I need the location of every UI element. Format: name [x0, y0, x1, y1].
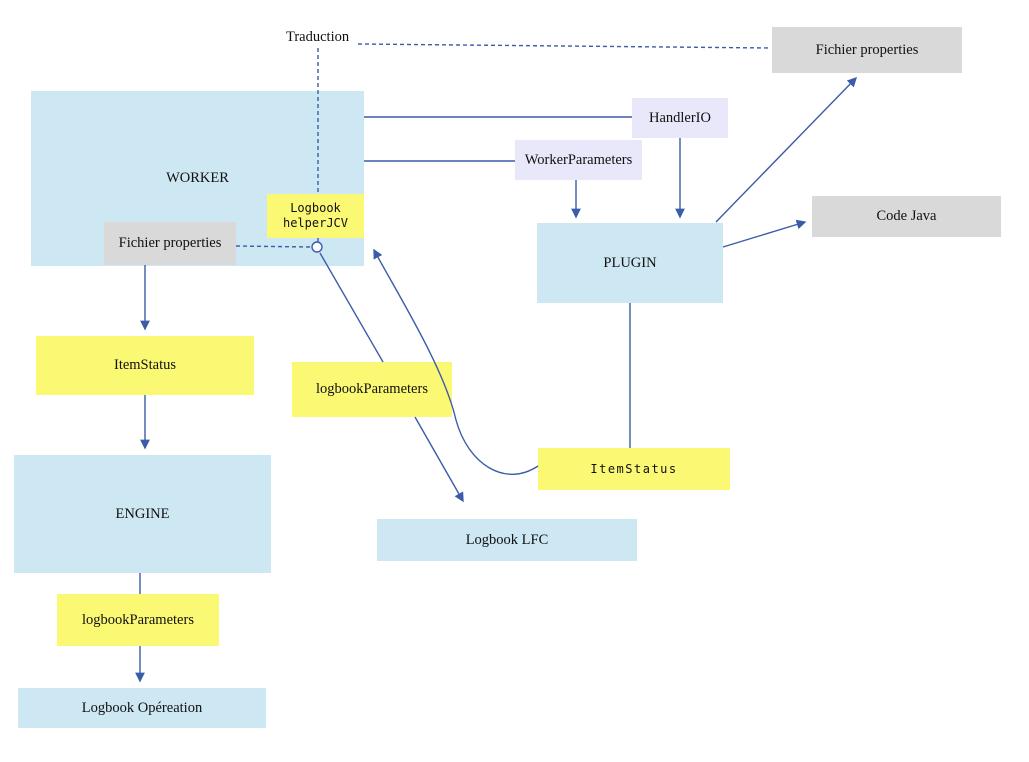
node-code-java: Code Java: [812, 196, 1001, 237]
edge-traduction-fichierproperties-dashed: [357, 43, 771, 49]
node-fichier-properties-traduction: Fichier properties: [772, 27, 962, 73]
node-logbook-operation: Logbook Opéreation: [18, 688, 266, 728]
label-traduction: Traduction: [286, 29, 350, 45]
node-itemstatus-plugin: ItemStatus: [538, 448, 730, 490]
node-workerparameters: WorkerParameters: [515, 140, 642, 180]
node-code-java-label: Code Java: [876, 208, 937, 225]
node-logbook-helperjcv-label-line2: helperJCV: [282, 216, 349, 230]
edge-helperjcv-logbooklfc-lower: [414, 416, 464, 503]
node-logbook-lfc-label: Logbook LFC: [465, 531, 549, 548]
node-handlerio: HandlerIO: [632, 98, 728, 138]
node-itemstatus-worker-label: ItemStatus: [113, 357, 177, 374]
node-logbook-operation-label: Logbook Opéreation: [81, 699, 203, 716]
node-logbookparameters-mid: logbookParameters: [292, 362, 452, 417]
node-worker-label: WORKER: [166, 170, 229, 187]
node-logbookparameters-engine-label: logbookParameters: [82, 611, 194, 628]
node-logbook-helperjcv-label-line1: Logbook: [290, 201, 341, 215]
node-plugin: PLUGIN: [537, 223, 723, 303]
node-fichier-properties-worker: Fichier properties: [104, 222, 236, 265]
edge-plugin-codejava: [722, 219, 807, 248]
node-logbookparameters-mid-label: logbookParameters: [316, 381, 428, 398]
node-logbookparameters-engine: logbookParameters: [57, 594, 219, 646]
node-engine-label: ENGINE: [115, 505, 170, 522]
node-fichier-properties-worker-label: Fichier properties: [118, 235, 222, 252]
node-engine: ENGINE: [14, 455, 271, 573]
edge-helperjcv-logbooklfc-upper: [319, 252, 384, 363]
node-itemstatus-worker: ItemStatus: [36, 336, 254, 395]
node-logbook-lfc: Logbook LFC: [377, 519, 637, 561]
node-workerparameters-label: WorkerParameters: [524, 151, 633, 168]
node-fichier-properties-traduction-label: Fichier properties: [815, 41, 919, 58]
node-plugin-label: PLUGIN: [603, 254, 657, 271]
node-logbook-helperjcv: Logbook helperJCV: [267, 194, 364, 238]
node-itemstatus-plugin-label: ItemStatus: [590, 461, 678, 476]
node-handlerio-label: HandlerIO: [648, 109, 711, 126]
